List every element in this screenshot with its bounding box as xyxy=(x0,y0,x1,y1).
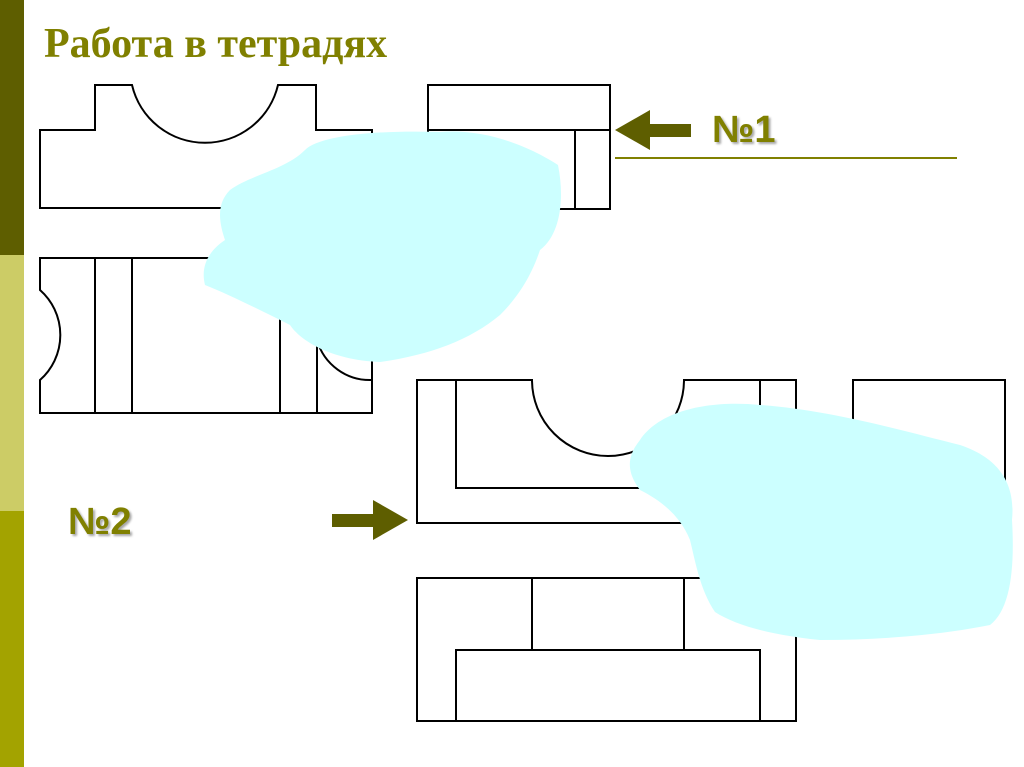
arrow-right-icon xyxy=(332,500,408,540)
cover-patch-1 xyxy=(203,131,561,362)
stripe-light xyxy=(0,255,24,511)
ex1-front-view xyxy=(39,84,373,209)
ex2-front-view xyxy=(416,379,797,524)
stripe-dark xyxy=(0,0,24,255)
ex1-top-view xyxy=(39,257,373,414)
exercise-1-label: №1 xyxy=(712,109,776,151)
stripe-mid xyxy=(0,511,24,767)
arrow-left-icon xyxy=(615,110,691,150)
cover-patch-2 xyxy=(629,403,1013,640)
page-title: Работа в тетрадях xyxy=(44,21,388,67)
exercise-2-label: №2 xyxy=(68,501,132,543)
